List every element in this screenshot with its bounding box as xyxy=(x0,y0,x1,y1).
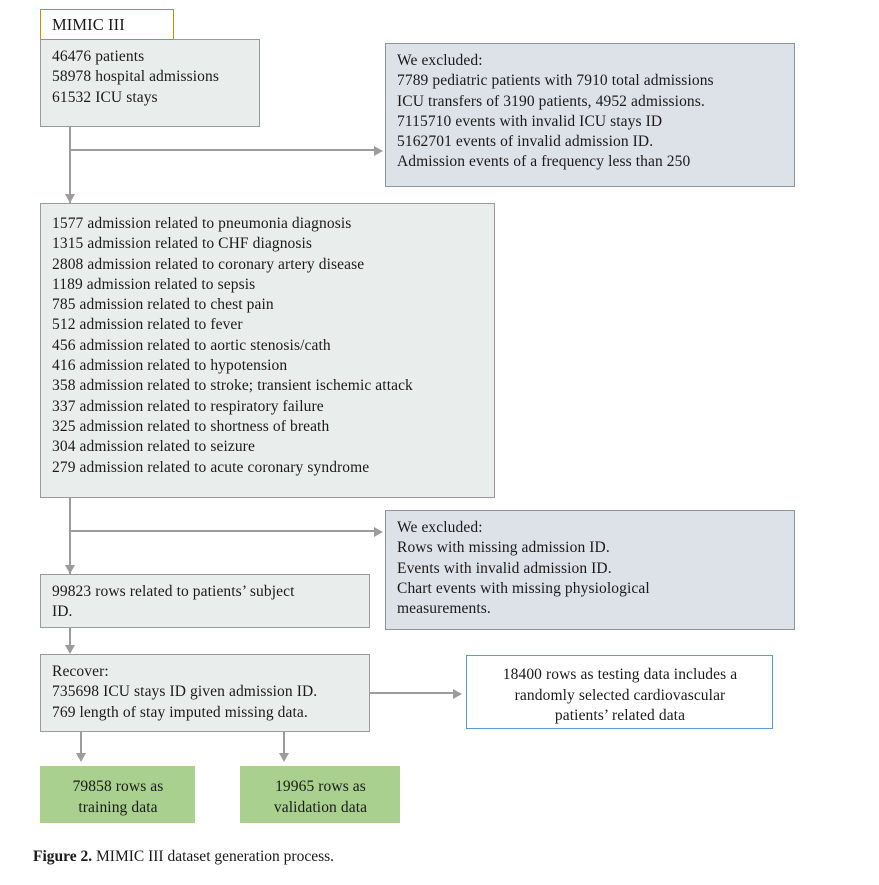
arrowhead-to-validation xyxy=(279,753,289,762)
connector-diagnoses-to-exclusion2 xyxy=(69,530,374,532)
arrowhead-to-training xyxy=(76,753,86,762)
validation-data-box: 19965 rows as validation data xyxy=(240,766,400,823)
arrowhead-to-recover xyxy=(65,645,75,654)
arrowhead-to-testing xyxy=(453,689,462,699)
connector-source-vertical xyxy=(69,127,71,203)
training-data-box: 79858 rows as training data xyxy=(40,766,195,823)
source-dataset-box: 46476 patients 58978 hospital admissions… xyxy=(40,39,260,127)
connector-recover-to-testing xyxy=(370,692,453,694)
mimic-iii-title-tag: MIMIC III xyxy=(40,9,174,40)
figure-caption-label: Figure 2. xyxy=(33,848,93,865)
arrowhead-to-subject-rows xyxy=(65,565,75,574)
arrowhead-to-exclusion2 xyxy=(374,527,383,537)
testing-data-box: 18400 rows as testing data includes a ra… xyxy=(466,655,773,729)
exclusion-box-2: We excluded: Rows with missing admission… xyxy=(385,510,795,630)
connector-subject-to-recover xyxy=(69,628,71,649)
connector-recover-to-validation xyxy=(283,732,285,757)
subject-rows-box: 99823 rows related to patients’ subject … xyxy=(40,574,370,628)
exclusion-box-1: We excluded: 7789 pediatric patients wit… xyxy=(385,43,795,187)
figure-caption: Figure 2. MIMIC III dataset generation p… xyxy=(33,848,334,866)
arrowhead-to-exclusion1 xyxy=(374,146,383,156)
recover-box: Recover: 735698 ICU stays ID given admis… xyxy=(40,654,370,732)
connector-source-to-exclusion1 xyxy=(69,149,374,151)
connector-diagnoses-vertical xyxy=(69,498,71,574)
figure-caption-text: MIMIC III dataset generation process. xyxy=(92,848,335,865)
diagnoses-breakdown-box: 1577 admission related to pneumonia diag… xyxy=(40,203,495,498)
connector-recover-to-training xyxy=(80,732,82,757)
arrowhead-to-diagnoses xyxy=(65,194,75,203)
